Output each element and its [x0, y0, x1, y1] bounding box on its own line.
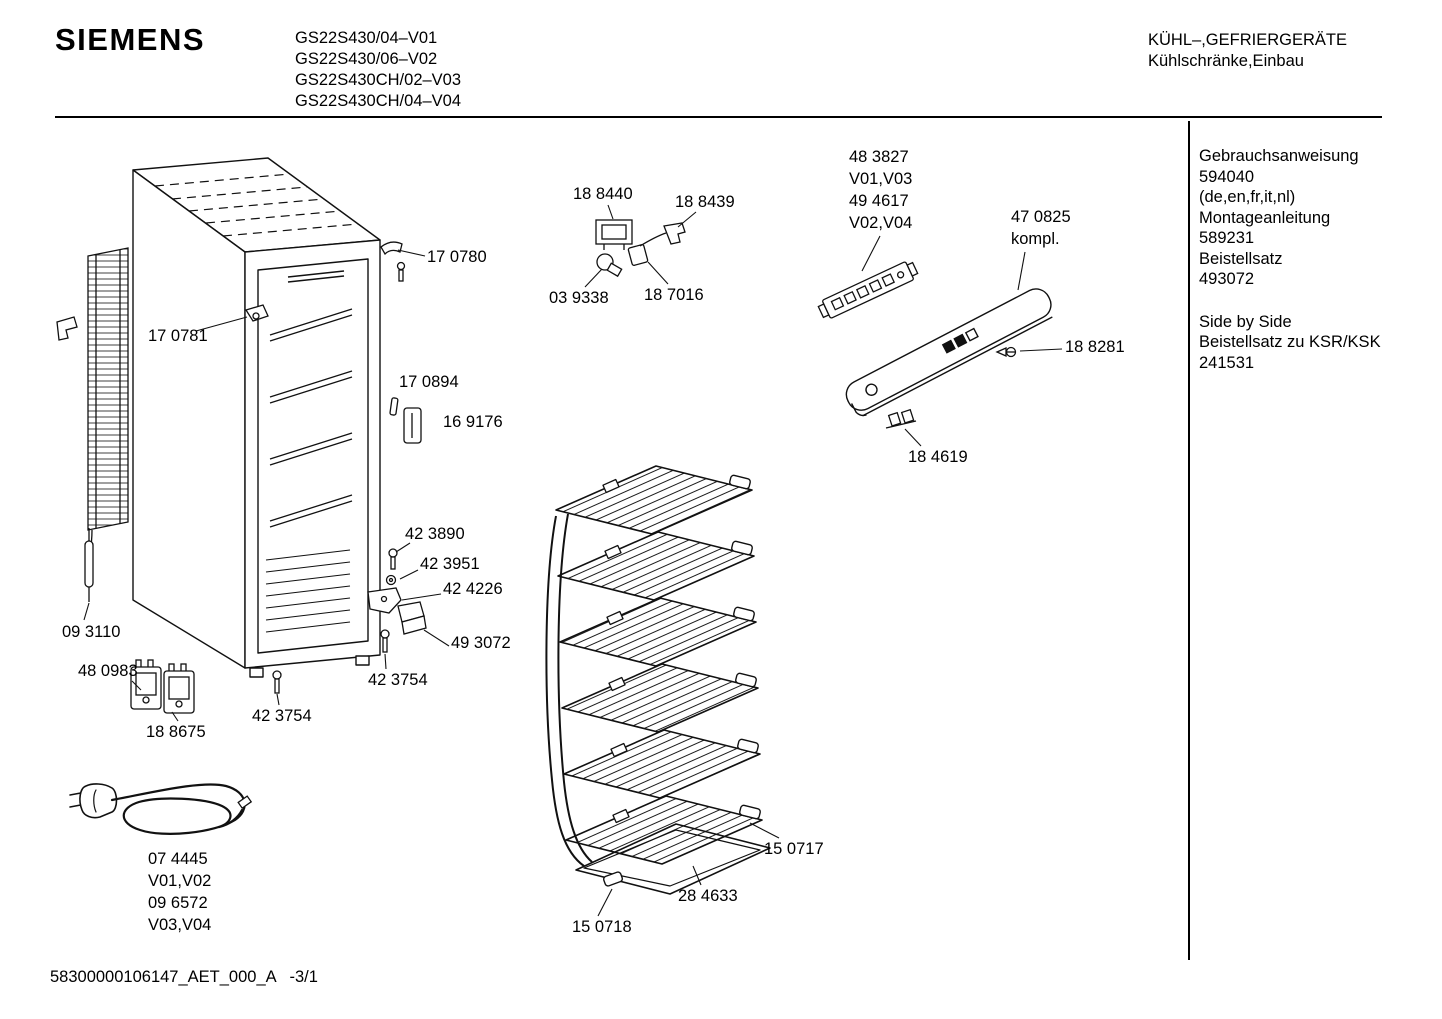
info-sidebar: Gebrauchsanweisung 594040 (de,en,fr,it,n… — [1199, 146, 1429, 373]
part-label-423951: 42 3951 — [420, 555, 480, 573]
part-label-096572-variants: V03,V04 — [148, 916, 212, 934]
sidebar-line: Beistellsatz zu KSR/KSK — [1199, 333, 1381, 351]
part-label-188439: 18 8439 — [675, 193, 735, 211]
part-label-074445-variants: V01,V02 — [148, 872, 212, 890]
side-clip — [56, 316, 78, 341]
power-cord — [69, 783, 253, 835]
model-line: GS22S430/04–V01 — [295, 29, 438, 47]
brand-logo: SIEMENS — [55, 22, 206, 57]
part-label-093110: 09 3110 — [62, 623, 121, 641]
sidebar-line: Side by Side — [1199, 312, 1292, 331]
part-label-483827: 48 3827 — [849, 148, 909, 166]
panel-clip — [885, 408, 917, 429]
top-hinge-clip — [380, 241, 406, 282]
part-label-423890: 42 3890 — [405, 525, 465, 543]
part-label-170781: 17 0781 — [148, 327, 208, 345]
shelf-stack — [545, 465, 771, 895]
part-label-187016: 18 7016 — [644, 286, 704, 304]
sidebar-divider — [1188, 121, 1190, 960]
part-label-470825: 47 0825 — [1011, 208, 1071, 226]
part-label-480983: 48 0983 — [78, 662, 138, 680]
sidebar-line: 594040 — [1199, 167, 1255, 186]
control-board — [817, 261, 919, 319]
part-label-470825-suffix: kompl. — [1011, 230, 1060, 248]
part-label-039338: 03 9338 — [549, 289, 609, 307]
leader-lines — [83, 204, 1063, 917]
part-label-493072: 49 3072 — [451, 634, 511, 652]
panel-screw — [995, 346, 1017, 358]
part-label-150717: 15 0717 — [764, 840, 824, 858]
part-label-170894: 17 0894 — [399, 373, 459, 391]
part-label-423754-right: 42 3754 — [368, 671, 428, 689]
part-label-150718: 15 0718 — [572, 918, 632, 936]
sidebar-line: 241531 — [1199, 353, 1255, 372]
document-id: 58300000106147_AET_000_A -3/1 — [50, 968, 318, 986]
refrigerator-cabinet — [132, 157, 381, 678]
part-label-284633: 28 4633 — [678, 887, 738, 905]
pin-and-cover — [389, 397, 422, 444]
starter-relays — [130, 659, 195, 714]
part-label-483827-variants: V01,V03 — [849, 170, 913, 188]
sidebar-line: 589231 — [1199, 229, 1255, 247]
model-line: GS22S430CH/02–V03 — [295, 71, 462, 89]
part-label-184619: 18 4619 — [908, 448, 968, 466]
screw-lower-left — [272, 670, 282, 694]
sidebar-line: 493072 — [1199, 270, 1255, 288]
part-label-169176: 16 9176 — [443, 413, 503, 431]
lamp-assembly — [595, 219, 686, 278]
part-label-423754-left: 42 3754 — [252, 707, 312, 725]
bottom-hinge-parts — [367, 548, 427, 653]
part-label-188281: 18 8281 — [1065, 338, 1125, 356]
condenser-coil — [87, 247, 129, 561]
sidebar-line: (de,en,fr,it,nl) — [1199, 188, 1296, 206]
sidebar-line: Montageanleitung — [1199, 208, 1331, 227]
part-label-188440: 18 8440 — [573, 185, 633, 203]
thermostat-capillary — [84, 528, 94, 602]
control-panel — [845, 288, 1053, 417]
category-line: KÜHL–,GEFRIERGERÄTE — [1148, 31, 1347, 49]
door-bearing-clip — [244, 304, 269, 322]
sidebar-line: Gebrauchsanweisung — [1199, 147, 1359, 165]
part-label-494617-variants: V02,V04 — [849, 214, 913, 232]
category-header: KÜHL–,GEFRIERGERÄTE Kühlschränke,Einbau — [1148, 30, 1347, 72]
model-list: GS22S430/04–V01 GS22S430/06–V02 GS22S430… — [295, 28, 461, 112]
part-label-170780: 17 0780 — [427, 248, 487, 266]
part-label-074445: 07 4445 — [148, 850, 208, 868]
part-label-188675: 18 8675 — [146, 723, 206, 741]
part-label-494617: 49 4617 — [849, 192, 909, 210]
model-line: GS22S430/06–V02 — [295, 50, 438, 68]
sidebar-line: Beistellsatz — [1199, 249, 1283, 268]
model-line: GS22S430CH/04–V04 — [295, 92, 462, 110]
part-label-424226: 42 4226 — [443, 580, 503, 598]
category-line: Kühlschränke,Einbau — [1148, 52, 1304, 70]
part-label-096572: 09 6572 — [148, 894, 208, 912]
header-divider — [55, 116, 1382, 118]
